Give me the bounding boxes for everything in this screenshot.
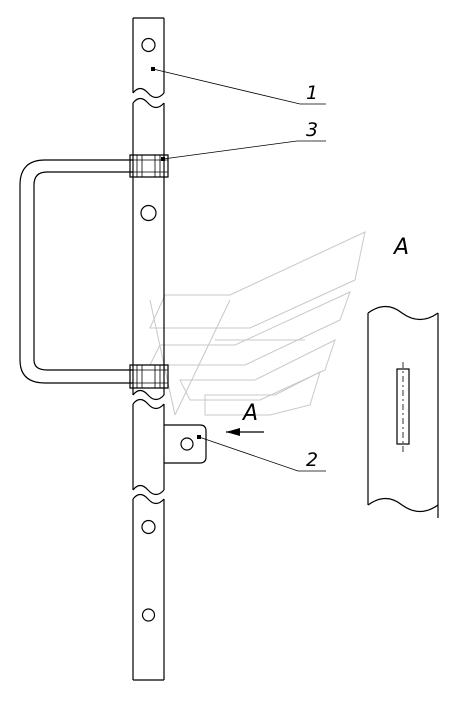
watermark-logo [149, 231, 366, 416]
detail-view-label: A [392, 235, 409, 260]
callout-1: 1 [151, 67, 326, 105]
side-bracket [164, 424, 207, 464]
callout-2: 2 [197, 435, 326, 472]
detail-view-a: A [367, 235, 439, 518]
callout-3: 3 [161, 119, 326, 161]
callout-label: 3 [306, 119, 318, 141]
hole [140, 204, 157, 222]
view-arrow-label: A [241, 401, 258, 426]
hole [141, 37, 156, 53]
slot [396, 368, 410, 445]
callout-label: 2 [306, 449, 318, 471]
view-arrow: A [226, 401, 264, 436]
hole [141, 519, 156, 535]
bracket-hole [180, 437, 194, 451]
u-handle [19, 154, 169, 389]
hole [141, 608, 156, 622]
callout-label: 1 [306, 82, 318, 104]
vertical-bar [132, 17, 165, 681]
